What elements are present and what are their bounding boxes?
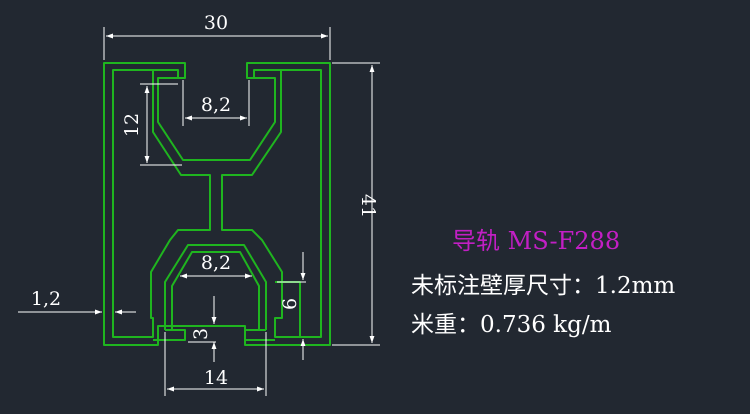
profile-bottom-slot-inner [171, 251, 260, 330]
profile-outline [103, 62, 331, 346]
profile-top-lip-left [113, 69, 179, 78]
profile-bottom-slot [164, 244, 267, 330]
profile-top-lip-right [253, 69, 321, 78]
profile-inner-contour [112, 69, 211, 338]
wall-thickness-note: 未标注壁厚尺寸：1.2mm [411, 273, 676, 299]
dim-label-top-opening: 8,2 [201, 94, 231, 116]
dim-label-bottom-span: 14 [204, 367, 228, 389]
dim-label-height: 41 [357, 194, 379, 218]
dim-label-lip: 6 [279, 298, 301, 310]
profile-foot-right [244, 329, 275, 341]
dimension-lines [18, 27, 380, 396]
dim-label-slot-depth: 12 [121, 113, 143, 137]
dim-label-bottom-opening: 8,2 [201, 252, 231, 274]
profile-inner-contour-right [221, 69, 322, 338]
profile-outer-contour [103, 62, 331, 346]
profile-foot-left [153, 329, 186, 341]
profile-web [209, 175, 223, 230]
dim-label-width: 30 [204, 12, 228, 34]
profile-title: 导轨 MS-F288 [452, 227, 621, 255]
weight-note: 米重：0.736 kg/m [411, 312, 612, 338]
dim-label-wall: 1,2 [31, 288, 61, 310]
dim-label-base-lip: 3 [190, 328, 212, 340]
